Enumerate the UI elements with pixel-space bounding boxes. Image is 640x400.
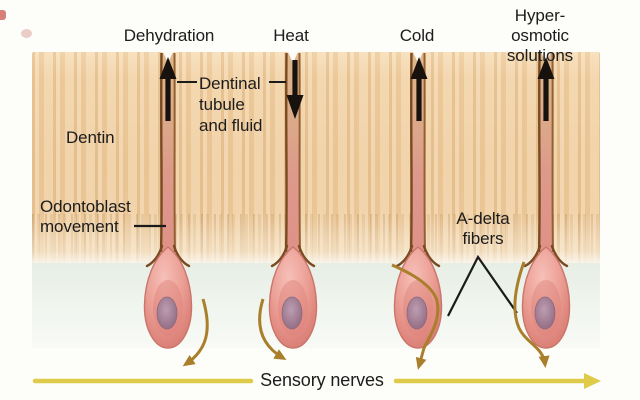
red-edge-artifact	[0, 10, 6, 20]
a-delta-fibers-label: A-delta fibers	[456, 209, 510, 248]
odontoblast-movement-label: Odontoblast movement	[40, 197, 131, 236]
sensory-nerve-arrowhead	[584, 373, 601, 389]
nerve-impulse-arrow-heat	[258, 298, 287, 361]
leader-lines-a-delta	[447, 254, 518, 317]
dentin-label: Dentin	[66, 128, 115, 147]
nerve-impulse-arrow-dehydration	[182, 298, 209, 367]
sensory-nerves-label: Sensory nerves	[260, 370, 384, 390]
a-delta-fiber-hyperosmotic	[513, 261, 550, 368]
stimulus-label-heat: Heat	[273, 26, 309, 45]
dentinal-tubule-label: Dentinal tubule and fluid	[199, 74, 263, 135]
stimulus-label-hyperosmotic: Hyper-osmotic solutions	[506, 6, 574, 65]
dentin-layer-lower-texture	[32, 214, 600, 263]
stimulus-label-cold: Cold	[399, 26, 435, 45]
stimulus-label-dehydration: Dehydration	[123, 26, 215, 45]
red-smudge-artifact	[21, 29, 32, 38]
a-delta-fiber-cold	[391, 263, 440, 370]
